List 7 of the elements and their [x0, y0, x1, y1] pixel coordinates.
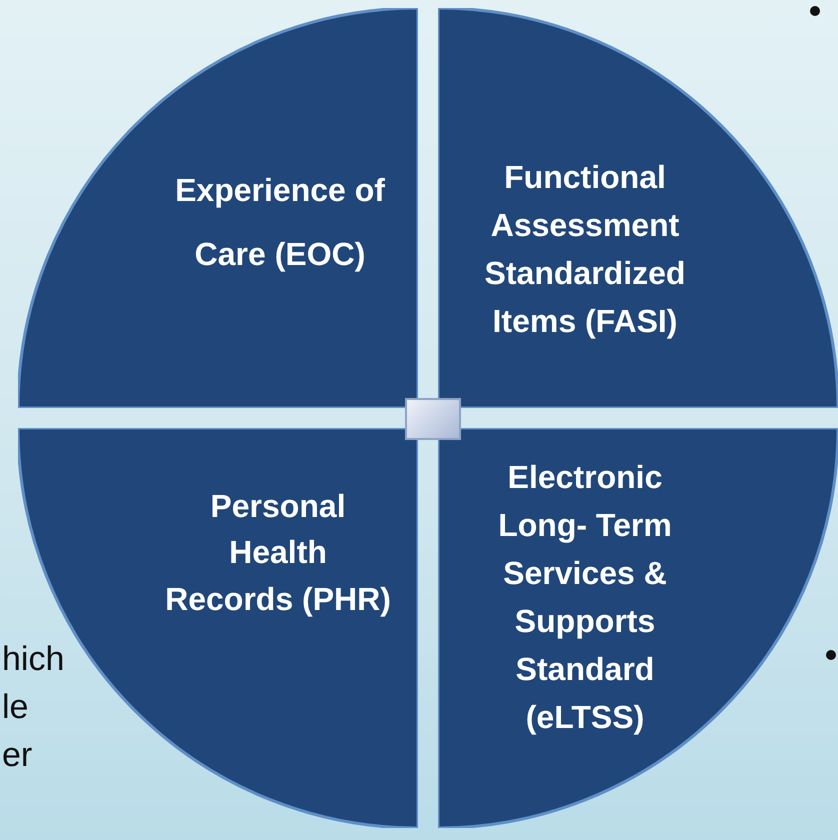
segment-label: Personal Health Records (PHR): [164, 487, 392, 619]
text-fragment: le: [2, 688, 28, 727]
segment-label: Electronic Long- Term Services & Supports Standard (eLTSS): [497, 458, 673, 737]
segment-label: Experience of Care (EOC): [174, 171, 386, 274]
text-fragment: er: [2, 736, 32, 775]
segment-label: Functional Assessment Standardized Items (FASI): [484, 158, 686, 341]
text-fragment: hich: [2, 640, 64, 679]
